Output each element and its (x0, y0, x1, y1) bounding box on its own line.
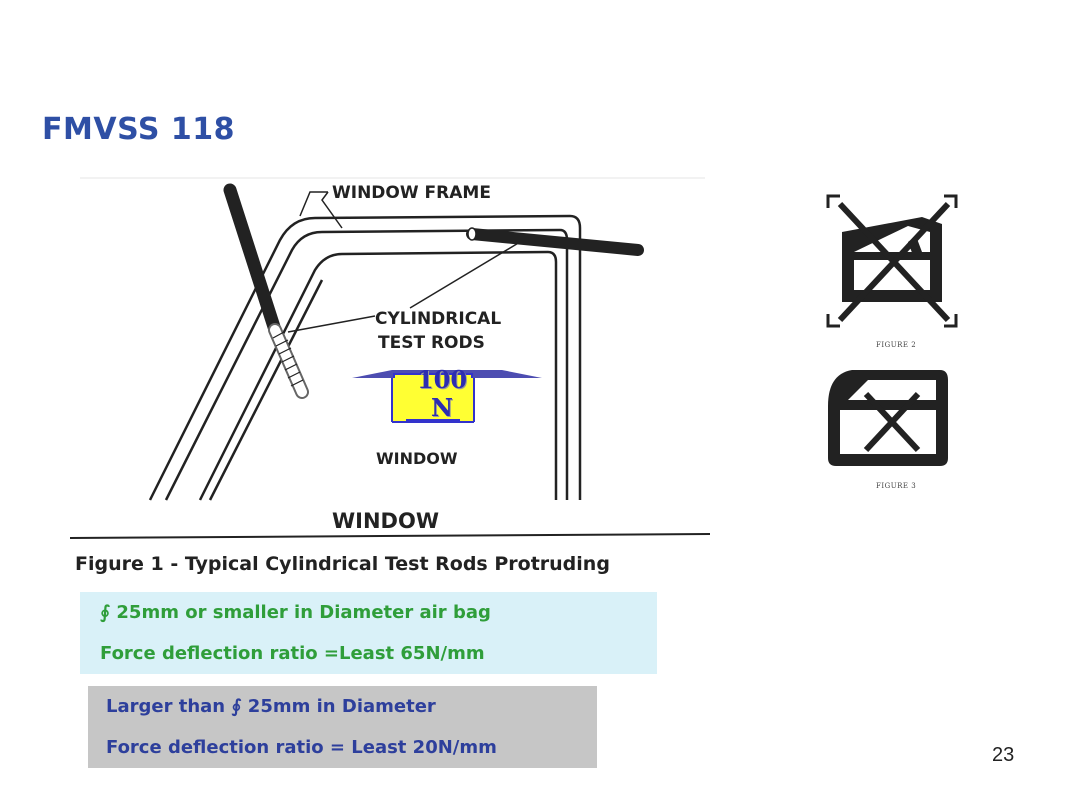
corner-brackets (826, 194, 958, 328)
label-test-rods: TEST RODS (378, 333, 485, 353)
label-cylindrical: CYLINDRICAL (375, 309, 501, 329)
test-rod-left (223, 183, 309, 399)
figure1-caption: Figure 1 - Typical Cylindrical Test Rods… (75, 553, 610, 575)
cross-line-2 (837, 201, 951, 323)
requirement-box-small-rod: ∮ 25mm or smaller in Diameter air bag Fo… (80, 592, 657, 674)
test-rod-right (466, 227, 644, 256)
force-value: 100 (416, 365, 468, 394)
diameter-symbol: ∮ (231, 696, 242, 717)
large-rod-prefix: Larger than (106, 696, 226, 717)
label-window-frame: WINDOW FRAME (332, 183, 491, 203)
force-unit: N (431, 393, 453, 422)
label-window-inner: WINDOW (376, 449, 458, 468)
figure-window-test-rods: WINDOW FRAME CYLINDRICAL TEST RODS WINDO… (70, 177, 711, 575)
leader-lines (287, 191, 521, 333)
label-window-bottom: WINDOW (332, 509, 439, 533)
force-callout-shape (352, 370, 542, 423)
figure3-symbol (828, 370, 948, 466)
slide-title: FMVSS 118 (42, 112, 235, 147)
small-rod-diameter-line: ∮ 25mm or smaller in Diameter air bag (100, 602, 491, 623)
small-rod-diameter-text: 25mm or smaller in Diameter air bag (116, 602, 491, 623)
small-rod-force-ratio: Force deflection ratio =Least 65N/mm (100, 643, 485, 664)
large-rod-diameter-line: Larger than ∮ 25mm in Diameter (106, 696, 436, 717)
force-callout-label: 100 N (392, 366, 492, 422)
figure2-caption: FIGURE 2 (876, 341, 917, 349)
diameter-symbol: ∮ (100, 602, 111, 623)
x-line-2 (863, 391, 921, 453)
figure2-symbol (826, 194, 958, 328)
window-frame-drawing (148, 214, 582, 501)
figure3-caption: FIGURE 3 (876, 482, 917, 490)
large-rod-force-ratio: Force deflection ratio = Least 20N/mm (106, 737, 497, 758)
page-number: 23 (992, 744, 1015, 766)
large-rod-diameter-text: 25mm in Diameter (247, 696, 436, 717)
requirement-box-large-rod: Larger than ∮ 25mm in Diameter Force def… (88, 686, 597, 768)
window-sill-line (70, 533, 711, 539)
